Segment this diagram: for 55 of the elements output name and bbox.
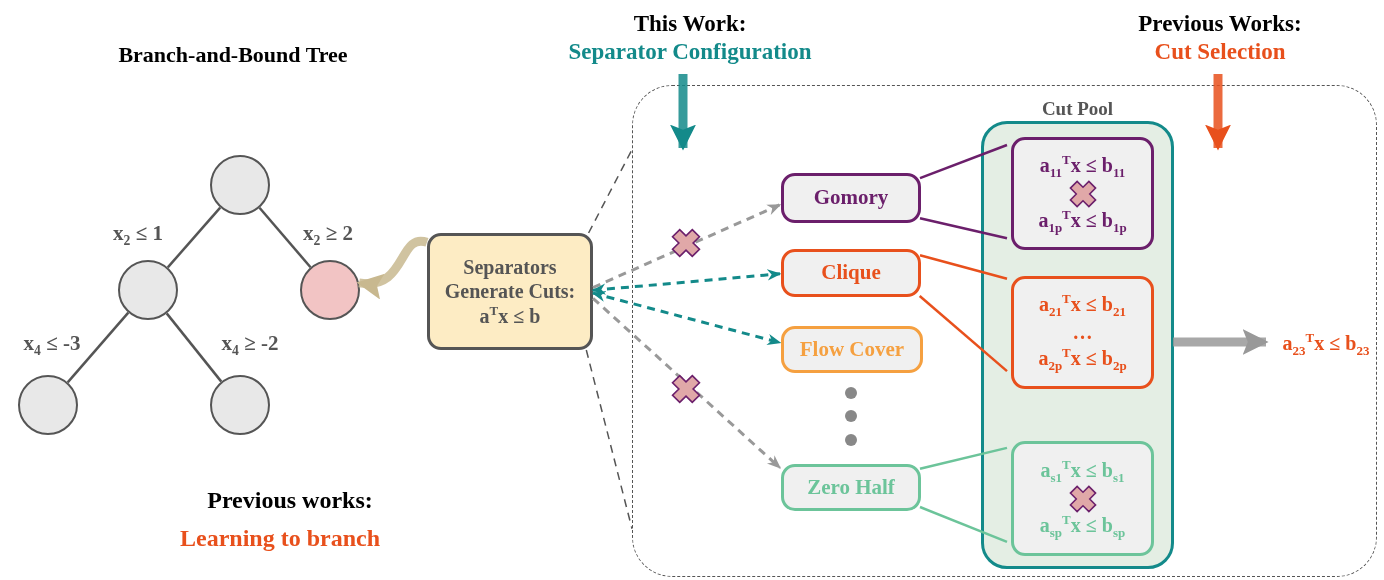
connector-line [166,206,222,269]
separator-box [781,464,921,511]
zoom-line [587,148,633,234]
connector-line [918,295,1008,373]
tree-node-circle [210,375,270,435]
connector-line [919,505,1008,543]
dashed-region [632,85,1377,577]
tree-node-circle [300,260,360,320]
separator-box [781,173,921,223]
block-arrow [356,236,428,298]
formula-text: a$_{21}$$^{T}$x ≤ b$_{21}$ [1039,291,1126,320]
heading: Previous Works: [1138,10,1302,38]
block-arrow [670,74,696,151]
separator-box [781,326,923,373]
node-label: Flow Cover [799,336,905,363]
arrow [592,203,782,289]
formula-text: … [1072,320,1093,345]
heading: This Work: [633,10,747,38]
connector-line [66,311,130,384]
arrow [591,269,782,295]
formula-text: a$_{s1}$$^{T}$x ≤ b$_{s1}$ [1040,456,1125,486]
zoom-line [585,349,633,530]
block-arrow [1173,329,1269,355]
note-text: Previous works: [207,486,373,514]
connector-line [165,312,223,383]
connector-line [919,446,1008,470]
node-label: Gomory [813,185,889,211]
note-text: Learning to branch [180,524,380,552]
separator-box [781,249,921,297]
connector-line [919,217,1008,240]
formula-text: a$_{23}$$^{T}$x ≤ b$_{23}$ [1282,329,1370,359]
formula-text: a$_{sp}$$^{T}$x ≤ b$_{sp}$ [1039,511,1126,541]
node-label: Clique [821,260,881,286]
panel-title: Cut Pool [1040,98,1115,121]
connector-line [919,254,1008,280]
cut-group-box [1011,441,1154,556]
cut-group-box [1011,276,1154,389]
tree-node-circle [210,155,270,215]
arrow [592,297,782,469]
block-arrow [1205,74,1231,151]
heading: Branch-and-Bound Tree [118,42,348,68]
formula-text: a$_{2p}$$^{T}$x ≤ b$_{2p}$ [1038,345,1127,374]
tree-node-circle [118,260,178,320]
arrow [591,290,782,345]
connector-line [258,207,312,268]
cut-group-box [1011,137,1154,250]
subheading: Cut Selection [1154,38,1286,66]
formula-text: a$_{1p}$$^{T}$x ≤ b$_{1p}$ [1038,206,1127,236]
tree-node-circle [18,375,78,435]
process-box [427,233,593,350]
connector-line [919,143,1008,180]
subheading: Separator Configuration [568,38,812,66]
formula-text: a$_{11}$$^{T}$x ≤ b$_{11}$ [1039,151,1126,181]
node-label: Separators Generate Cuts: a$^{T}$x ≤ b [443,255,577,328]
node-label: Zero Half [807,474,895,501]
